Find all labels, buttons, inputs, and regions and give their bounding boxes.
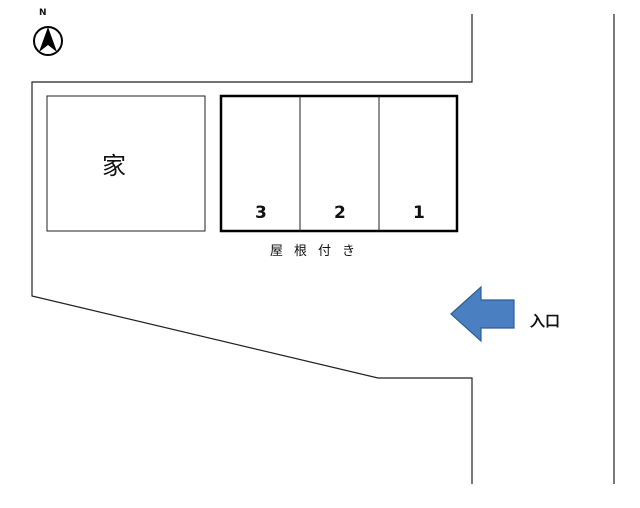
parking-space-number: 1	[413, 203, 425, 223]
left-arrow-icon	[450, 285, 515, 343]
north-arrow-icon	[33, 26, 63, 56]
parking-space-number: 3	[255, 203, 267, 223]
roof-label: 屋根付き	[270, 244, 367, 259]
house-label: 家	[102, 152, 126, 180]
parking-space-number: 2	[334, 203, 346, 223]
house-outline	[46, 95, 206, 232]
parking-outline	[219, 94, 459, 233]
property-boundary	[31, 14, 473, 484]
entrance-label: 入口	[530, 312, 561, 330]
north-label: N	[39, 8, 47, 18]
